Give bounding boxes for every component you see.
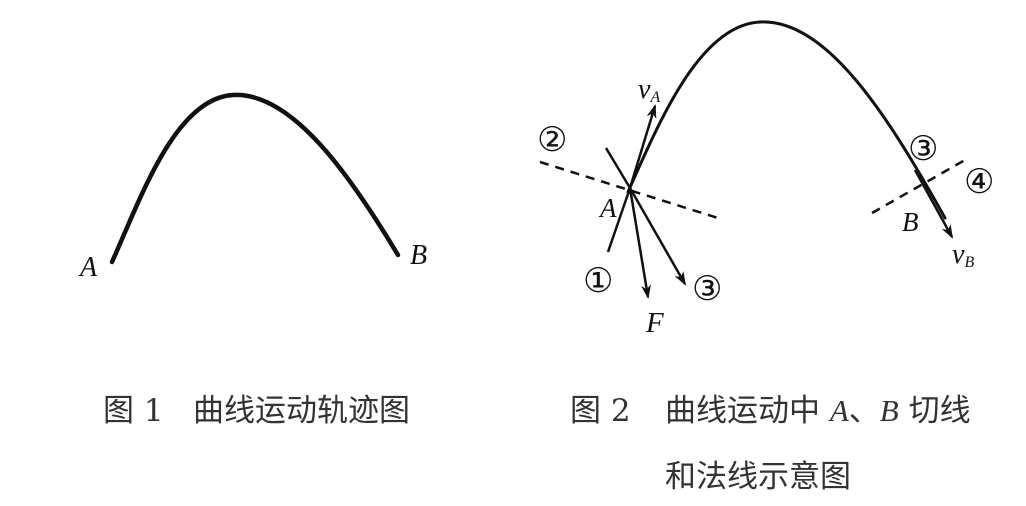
fig1-label-a: A <box>78 252 98 283</box>
caption-figure-2: 图 2 曲线运动中 A、B 切线 和法线示意图 <box>570 393 971 495</box>
force-arrow-f <box>628 187 651 299</box>
caption-figure-1: 图 1 曲线运动轨迹图 <box>103 393 410 429</box>
circle-label-1: ① <box>583 261 613 301</box>
caption-1-text: 曲线运动轨迹图 <box>193 393 410 429</box>
caption-2-line-1: 曲线运动中 A、B 切线 <box>665 393 971 429</box>
normal-line-b <box>871 158 966 215</box>
caption-2-line-2: 和法线示意图 <box>665 459 851 495</box>
trajectory-curve-fig1 <box>109 92 401 265</box>
line-3-at-a <box>604 147 632 189</box>
figure-1: A B <box>78 92 427 283</box>
velocity-arrow-vb <box>913 169 954 239</box>
circle-label-3-at-b: ③ <box>908 129 938 169</box>
fig2-label-f: F <box>645 307 664 339</box>
caption-1-number: 图 1 <box>103 393 164 429</box>
fig1-label-b: B <box>410 240 427 271</box>
velocity-arrow-va <box>628 104 657 189</box>
circle-label-2: ② <box>537 120 567 160</box>
fig2-label-b: B <box>902 207 919 237</box>
figure-2: vA A F B vB ① ② ③ ③ ④ <box>537 20 994 339</box>
circle-label-4: ④ <box>964 162 994 202</box>
circle-label-3-at-a: ③ <box>692 269 722 309</box>
tangent-line-a <box>606 187 632 253</box>
caption-2-number: 图 2 <box>570 393 631 429</box>
fig2-label-vb: vB <box>952 239 974 271</box>
fig2-label-va: vA <box>638 74 660 106</box>
line-3-arrow-at-a <box>628 187 687 286</box>
fig2-label-a: A <box>598 193 617 223</box>
trajectory-curve-fig2 <box>626 20 947 220</box>
